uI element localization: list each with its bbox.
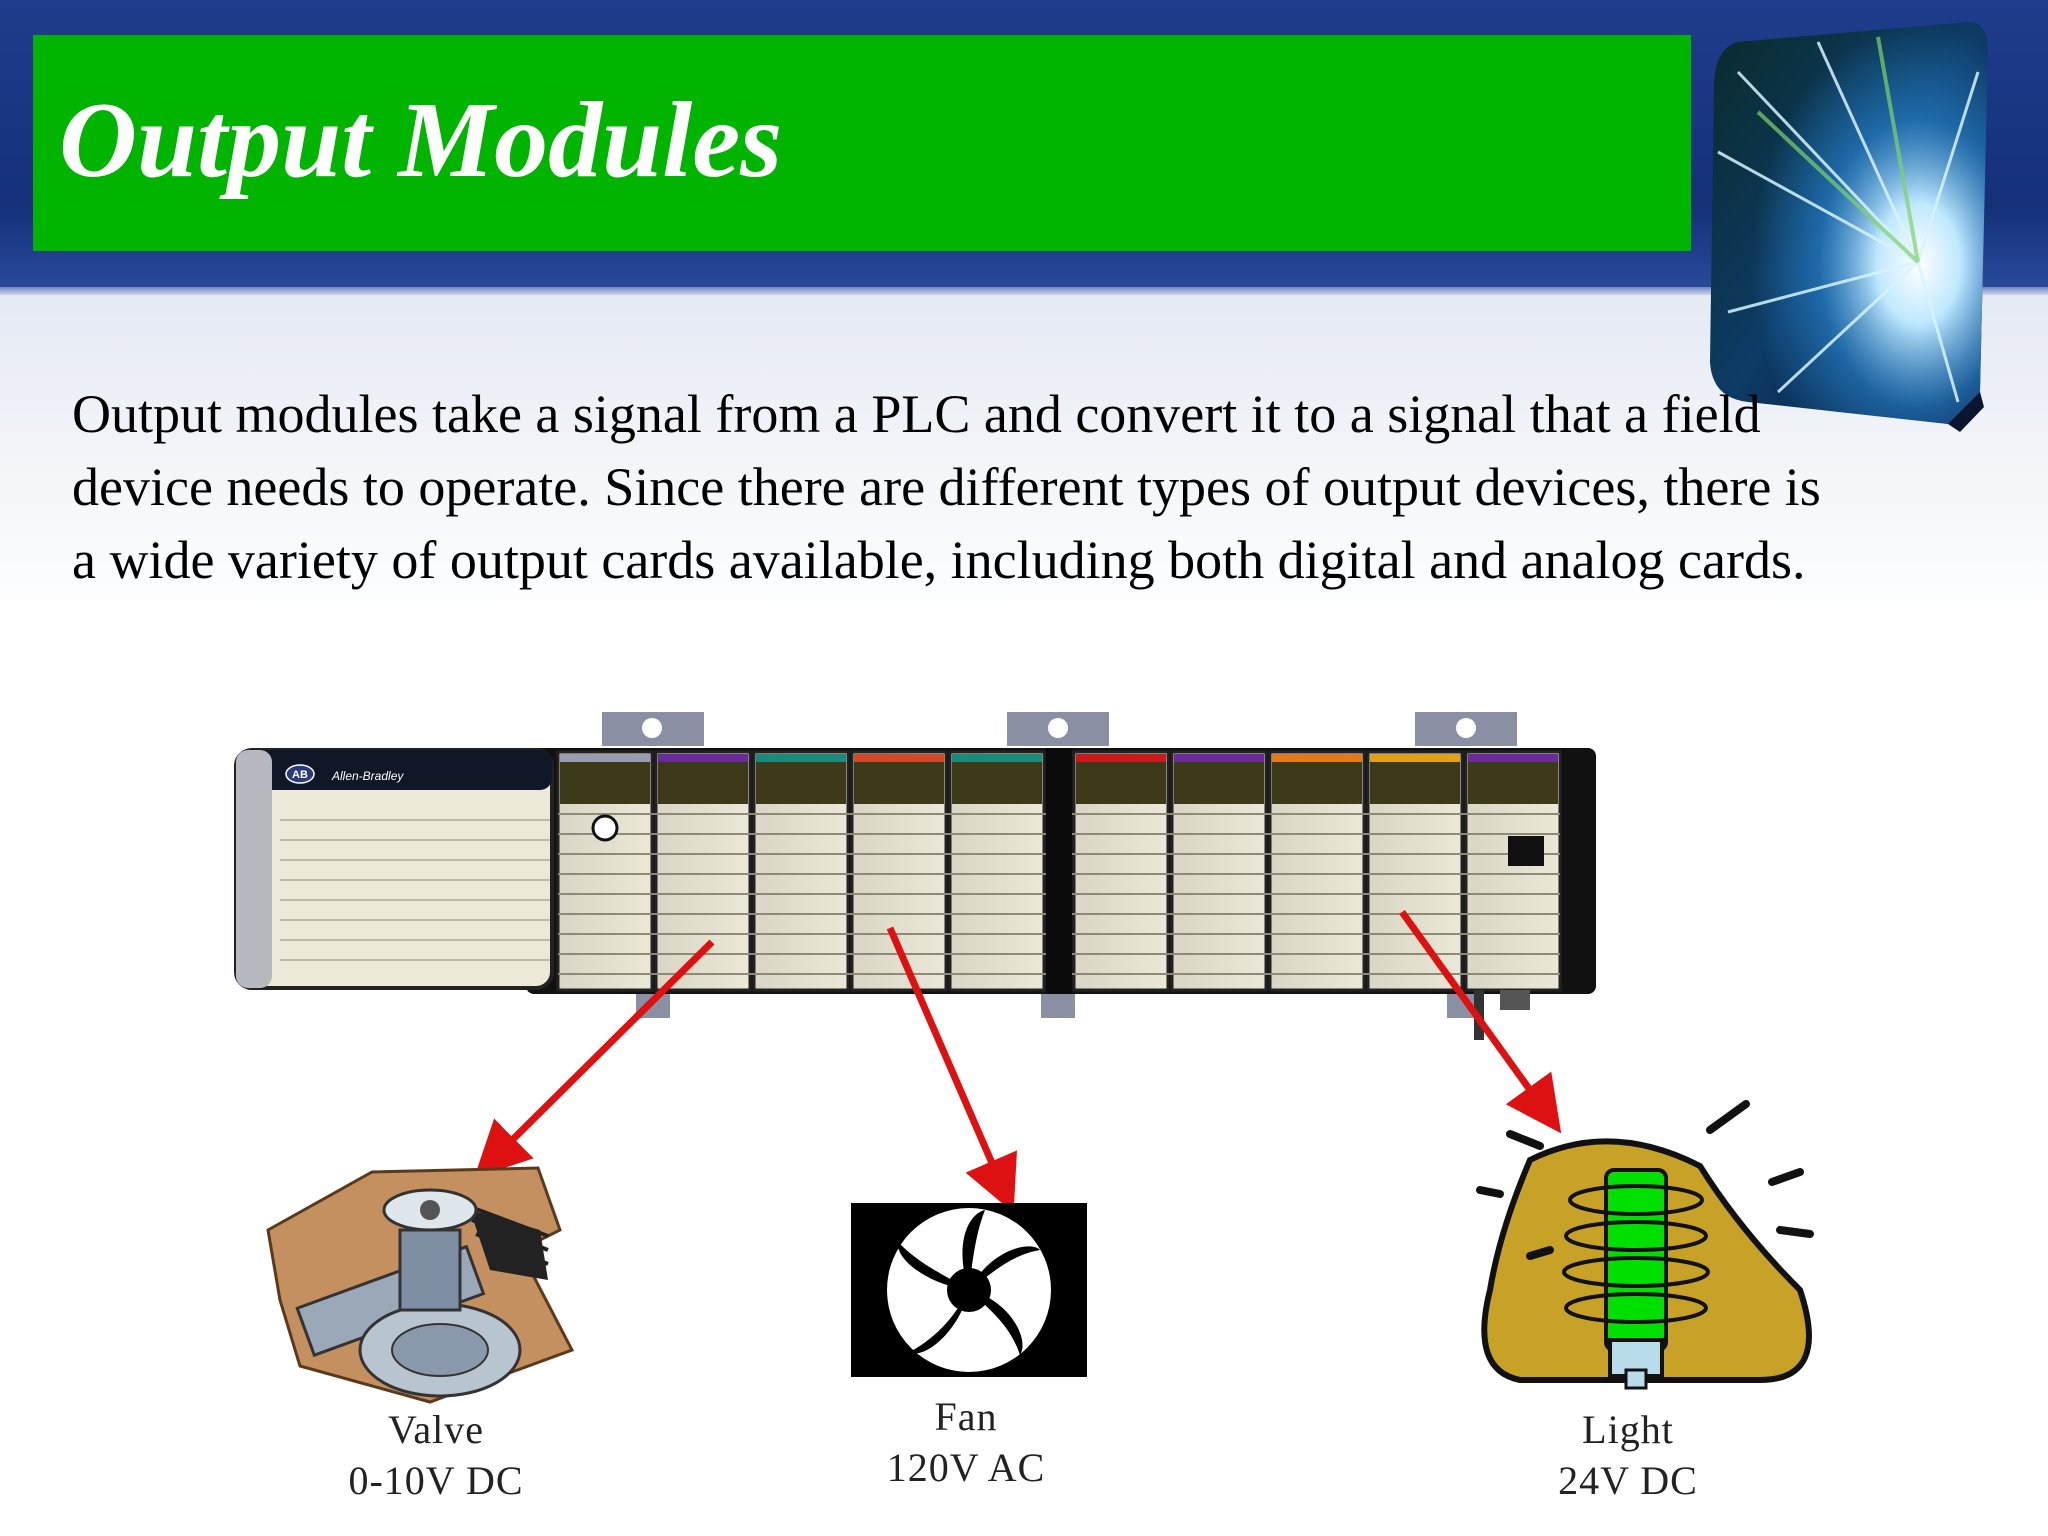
fan-icon [851, 1203, 1087, 1377]
plc-rack: AB Allen-Bradley [234, 712, 1596, 1040]
module-color-stripes [560, 754, 1558, 762]
light-icon [1476, 1100, 1814, 1390]
fan-label: Fan 120V AC [826, 1391, 1106, 1493]
brand-label: Allen-Bradley [331, 769, 404, 783]
title-box: Output Modules [33, 35, 1691, 251]
arrow-to-valve [474, 939, 715, 1178]
port-icon [1508, 836, 1544, 866]
fan-rating: 120V AC [886, 1445, 1046, 1490]
key-switch-icon [591, 814, 619, 842]
arrow-to-fan [886, 926, 1017, 1213]
fan-name: Fan [934, 1394, 998, 1439]
valve-name: Valve [387, 1407, 485, 1452]
signal-arrows [474, 909, 1562, 1213]
valve-icon [266, 1166, 575, 1404]
ab-badge-text: AB [292, 769, 308, 781]
light-burst-logo [1710, 22, 1988, 432]
valve-label: Valve 0-10V DC [296, 1404, 576, 1506]
ab-badge-icon [285, 764, 315, 784]
body-text: Output modules take a signal from a PLC … [72, 384, 1821, 590]
arrow-to-light [1399, 909, 1562, 1134]
module-displays [560, 754, 1558, 804]
valve-rating: 0-10V DC [348, 1458, 524, 1503]
slide-title: Output Modules [59, 81, 783, 200]
light-name: Light [1582, 1407, 1674, 1452]
plc-output-diagram: AB Allen-Bradley [234, 712, 1814, 1404]
light-label: Light 24V DC [1488, 1404, 1768, 1506]
light-rating: 24V DC [1558, 1458, 1698, 1503]
